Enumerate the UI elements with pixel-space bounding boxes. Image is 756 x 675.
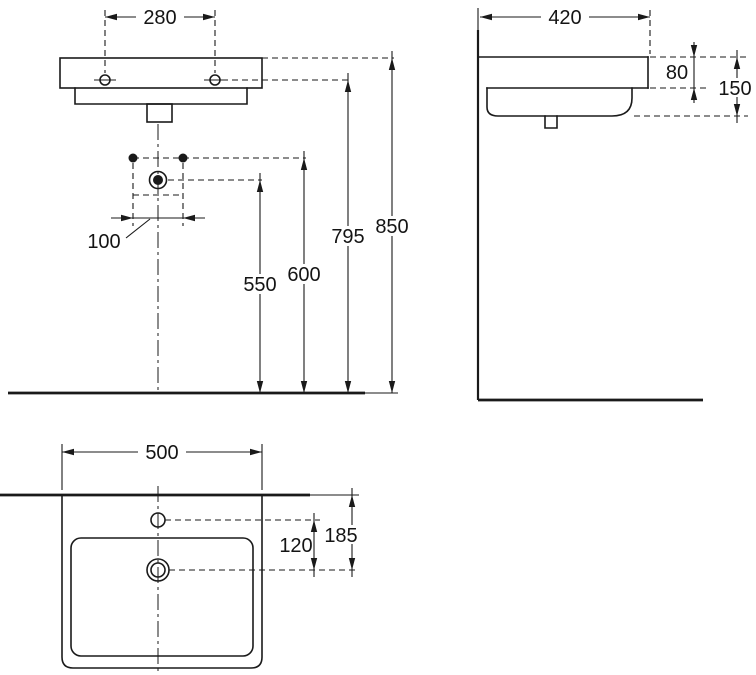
basin-inner-outline — [70, 537, 254, 657]
arrowhead — [388, 381, 396, 393]
dim-795-label: 795 — [331, 226, 364, 248]
faucet-hole-dot — [178, 153, 188, 163]
construction-lines-side — [634, 56, 748, 117]
dim-280-label: 280 — [143, 7, 176, 29]
arrowhead — [344, 381, 352, 393]
sink-body-front — [74, 87, 248, 105]
arrowhead — [310, 520, 318, 532]
side-view: 420 80 1 — [476, 7, 756, 402]
sink-top-outline — [61, 494, 263, 669]
label-backing — [138, 442, 186, 462]
arrowhead — [348, 495, 356, 507]
arrowhead — [310, 558, 318, 570]
dim-600-label: 600 — [287, 264, 320, 286]
label-backing — [320, 525, 363, 544]
dim-depth: 420 — [477, 7, 651, 54]
label-backing — [136, 7, 184, 27]
dim-500-label: 500 — [145, 442, 178, 464]
label-backing — [281, 264, 327, 284]
label-backing — [714, 78, 756, 97]
arrowhead — [256, 180, 264, 192]
arrowhead — [690, 88, 698, 100]
arrowhead — [344, 80, 352, 92]
arrowhead — [733, 57, 741, 69]
dim-drain-height: 550 — [237, 173, 283, 393]
leader-line — [125, 218, 151, 239]
dim-faucet-to-drain: 120 — [279, 513, 318, 577]
arrowhead — [300, 158, 308, 170]
label-backing — [237, 274, 283, 294]
dim-wall-to-drain: 185 — [320, 488, 363, 577]
basin-underside — [486, 87, 633, 117]
arrowhead — [105, 13, 117, 21]
arrowhead — [250, 448, 262, 456]
arrowhead — [62, 448, 74, 456]
arrowhead — [183, 214, 195, 222]
label-backing — [369, 216, 415, 236]
dim-faucet-spacing: 100 — [87, 214, 205, 253]
arrowhead — [203, 13, 215, 21]
dim-mounting-hole-height: 795 — [325, 73, 371, 393]
dim-rim-height: 850 — [369, 51, 415, 393]
faucet-hole-markers — [128, 153, 188, 163]
construction-lines-front — [132, 57, 394, 226]
arrowhead — [121, 214, 133, 222]
dim-120-label: 120 — [279, 535, 312, 557]
dim-550-label: 550 — [243, 274, 276, 296]
arrowhead — [480, 13, 492, 21]
label-backing — [325, 226, 371, 246]
sink-front-outline — [59, 57, 263, 123]
faucet-hole-dot — [128, 153, 138, 163]
arrowhead — [388, 58, 396, 70]
dim-apron-thickness: 80 — [666, 42, 698, 103]
arrowhead — [690, 45, 698, 57]
dim-100-label: 100 — [87, 231, 120, 253]
mounting-hole-left — [94, 74, 116, 86]
construction-lines-top — [165, 519, 358, 571]
label-backing — [541, 7, 589, 27]
sink-rim-front — [59, 57, 263, 89]
drain-trap-front — [146, 103, 173, 123]
arrowhead — [300, 381, 308, 393]
drain-stub — [544, 115, 558, 129]
arrowhead — [348, 558, 356, 570]
front-view: 280 — [8, 7, 415, 395]
top-view: 500 120 — [0, 442, 363, 673]
dim-420-label: 420 — [548, 7, 581, 29]
arrowhead — [638, 13, 650, 21]
dim-80-label: 80 — [666, 62, 688, 84]
dim-185-label: 185 — [324, 525, 357, 547]
dim-basin-depth: 150 — [714, 50, 756, 123]
arrowhead — [733, 104, 741, 116]
dim-width: 500 — [61, 442, 263, 490]
sink-side-profile — [477, 56, 649, 129]
dim-faucet-height: 600 — [281, 151, 327, 393]
dim-mounting-hole-spacing: 280 — [104, 7, 216, 73]
dim-850-label: 850 — [375, 216, 408, 238]
dim-150-label: 150 — [718, 78, 751, 100]
arrowhead — [256, 381, 264, 393]
